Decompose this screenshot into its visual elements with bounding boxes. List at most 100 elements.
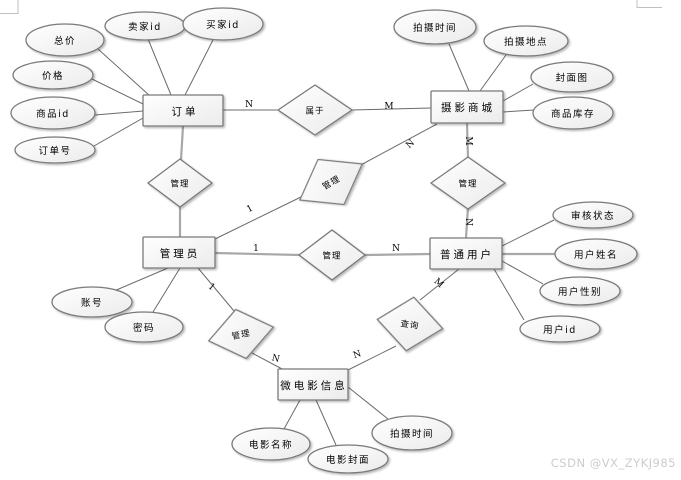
attribute-label: 电影封面: [326, 454, 370, 466]
connector-query-movie: [345, 345, 397, 372]
connector-admin-managemall: [214, 195, 304, 240]
entity-mall: 摄影商城: [430, 90, 504, 124]
connector-coverimage-mall: [502, 83, 534, 102]
relationship-nodes: 属于 管理 管理 管理 管理 管理 查询: [146, 84, 507, 360]
connector-shootplace-mall: [479, 54, 507, 92]
connector-order-manage: [179, 125, 185, 161]
attribute-label: 拍摄地点: [504, 36, 548, 48]
attribute-label: 总价: [54, 35, 76, 47]
connector-gender-user: [501, 260, 544, 285]
attribute-ellipse: [10, 96, 96, 130]
cardinality-labels: N M 1 N 1 N M N 1 N M N: [206, 100, 473, 365]
connector-audit-user: [501, 219, 555, 247]
attribute-ellipse: [231, 427, 311, 461]
attribute-user-name: 用户姓名: [554, 238, 638, 270]
attribute-ellipse: [532, 96, 614, 130]
connector-manageuser-user: [363, 252, 431, 257]
entity-label: 订单: [172, 106, 199, 118]
entity-rect: [142, 236, 216, 269]
attribute-label: 拍摄时间: [413, 22, 457, 34]
attribute-ellipse: [25, 23, 105, 57]
attribute-ellipse: [530, 61, 614, 93]
cardinality-order-belongs: N: [245, 100, 253, 110]
cardinality-admin-manageuser: 1: [253, 244, 259, 254]
attribute-nodes: 总价 卖家id 买家id 价格 商品id 订单号 拍摄时间 拍摄地点: [10, 7, 638, 474]
connector-buyerid-order: [184, 39, 214, 96]
attribute-product-stock: 商品库存: [532, 96, 614, 130]
page-corner-mark-right: [636, 0, 662, 8]
relationship-manage-admin-mall: 管理: [298, 158, 364, 206]
attribute-label: 商品id: [36, 108, 70, 120]
attribute-label: 密码: [133, 322, 155, 334]
attribute-ellipse: [483, 25, 569, 57]
cardinality-user-query: M: [432, 277, 446, 291]
relationship-diamond: [276, 84, 354, 136]
attribute-label: 买家id: [206, 19, 240, 31]
relationship-label: 查询: [400, 318, 420, 332]
relationship-diamond: [146, 158, 214, 208]
relationship-diamond: [297, 229, 367, 281]
attribute-order-no: 订单号: [14, 136, 96, 164]
relationship-diamond: [207, 308, 275, 360]
connector-movietime-movie: [347, 386, 389, 420]
connector-managemalluser-user: [464, 206, 470, 239]
attribute-label: 审核状态: [571, 210, 615, 222]
relationship-manage-admin-user: 管理: [297, 229, 367, 281]
attribute-buyer-id: 买家id: [182, 7, 264, 41]
entity-rect: [142, 94, 224, 127]
relationship-diamond: [429, 156, 507, 210]
cardinality-query-movie: N: [352, 349, 363, 361]
attribute-ellipse: [393, 9, 477, 45]
connector-moviecover-movie: [315, 399, 337, 446]
entity-nodes: 订单 摄影商城 管理员 普通用户 微电影信息: [142, 90, 504, 401]
entity-label: 微电影信息: [280, 379, 348, 392]
cardinality-managemovie-movie: N: [270, 353, 280, 365]
connector-admin-manageuser: [214, 251, 301, 257]
attribute-label: 拍摄时间: [390, 428, 434, 440]
cardinality-admin-managemovie: 1: [206, 282, 217, 293]
relationship-label: 管理: [322, 251, 341, 262]
attribute-price: 价格: [12, 60, 94, 90]
relationship-belongs-to: 属于: [276, 84, 354, 136]
connector-stock-mall: [502, 109, 535, 113]
attribute-ellipse: [307, 444, 389, 474]
connector-productid-order: [94, 110, 144, 116]
attribute-account: 账号: [51, 286, 133, 318]
entity-admin: 管理员: [142, 236, 216, 269]
attribute-ellipse: [371, 415, 453, 451]
relationship-manage-order-admin: 管理: [146, 158, 214, 208]
entity-label: 普通用户: [440, 248, 494, 261]
cardinality-managemalluser-user: N: [463, 218, 473, 226]
attribute-user-id: 用户id: [519, 315, 601, 343]
entity-rect: [430, 90, 504, 124]
attribute-ellipse: [12, 60, 94, 90]
relationship-label: 管理: [170, 179, 189, 190]
attribute-label: 用户id: [543, 324, 577, 336]
attribute-label: 封面图: [555, 72, 588, 84]
connector-user-query: [419, 268, 460, 301]
attribute-seller-id: 卖家id: [104, 11, 186, 41]
relationship-label: 管理: [458, 179, 477, 190]
relationship-manage-mall-user: 管理: [429, 156, 507, 210]
relationship-label: 属于: [305, 107, 324, 117]
attribute-ellipse: [539, 276, 621, 306]
attribute-label: 账号: [81, 298, 103, 309]
connector-orderno-order: [93, 117, 144, 147]
attribute-label: 价格: [42, 70, 64, 82]
connector-password-admin: [152, 267, 181, 313]
entity-user: 普通用户: [429, 237, 503, 270]
attribute-movie-shoot-time: 拍摄时间: [371, 415, 453, 451]
entity-rect: [277, 368, 349, 401]
attribute-label: 卖家id: [128, 21, 162, 33]
attribute-label: 用户性别: [558, 286, 602, 298]
relationship-manage-admin-movie: 管理: [207, 308, 275, 360]
relationship-diamond: [298, 158, 364, 206]
relationship-connectors: [178, 107, 470, 372]
cardinality-manageuser-user: N: [392, 244, 400, 254]
connector-sellerid-order: [147, 38, 172, 96]
attribute-ellipse: [519, 315, 601, 343]
connector-totalprice-order: [97, 48, 151, 97]
connector-price-order: [91, 78, 144, 105]
attribute-movie-name: 电影名称: [231, 427, 311, 461]
